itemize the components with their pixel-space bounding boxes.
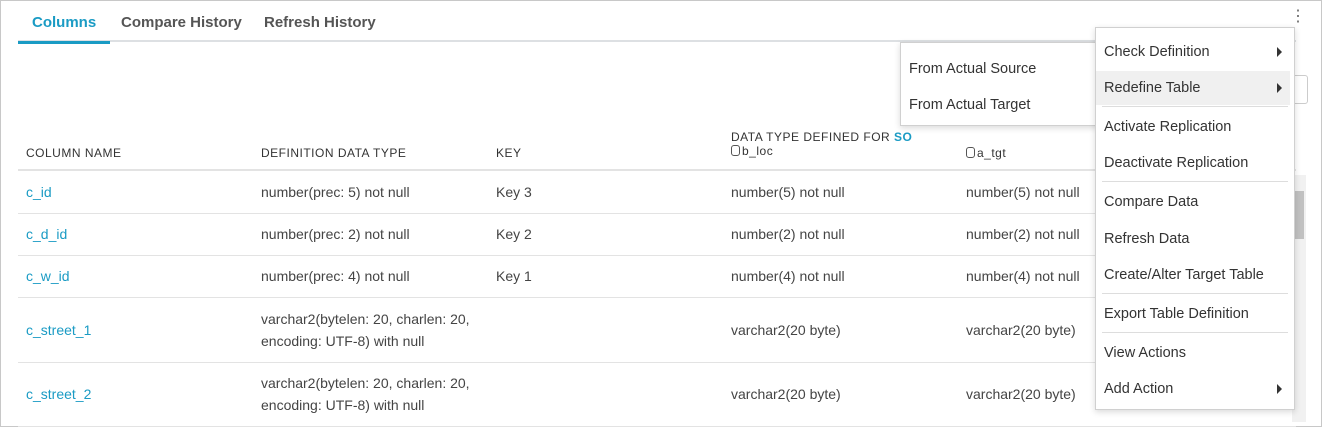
tab-refresh-history[interactable]: Refresh History — [264, 14, 376, 31]
menu-item-activate-replication[interactable]: Activate Replication — [1104, 119, 1232, 135]
tab-compare-history[interactable]: Compare History — [121, 14, 242, 31]
source-data-type: number(4) not null — [731, 268, 845, 284]
key-value: Key 1 — [496, 268, 532, 284]
divider — [1102, 181, 1288, 182]
row-divider — [18, 213, 1296, 214]
header-target-data-type[interactable]: a_tgt — [966, 146, 1006, 160]
target-db: a_tgt — [977, 146, 1007, 160]
row-divider — [18, 362, 1296, 363]
header-source-label: DATA TYPE DEFINED FOR — [731, 130, 895, 144]
chevron-right-icon — [1277, 47, 1282, 57]
target-data-type: varchar2(20 byte) — [966, 386, 1076, 402]
target-data-type: number(4) not null — [966, 268, 1080, 284]
label: Redefine Table — [1104, 80, 1201, 96]
database-icon — [731, 145, 740, 156]
row-divider — [18, 297, 1296, 298]
label: Check Definition — [1104, 44, 1210, 60]
column-name-link[interactable]: c_street_1 — [26, 321, 92, 338]
menu-item-export-table-definition[interactable]: Export Table Definition — [1104, 306, 1249, 322]
menu-item-check-definition[interactable]: Check Definition — [1096, 35, 1290, 69]
header-column-name[interactable]: COLUMN NAME — [26, 146, 122, 160]
target-data-type: number(2) not null — [966, 226, 1080, 242]
source-data-type: number(2) not null — [731, 226, 845, 242]
divider — [1102, 293, 1288, 294]
divider — [1102, 106, 1288, 107]
menu-item-deactivate-replication[interactable]: Deactivate Replication — [1104, 155, 1249, 171]
divider — [1102, 332, 1288, 333]
header-divider — [18, 169, 1296, 171]
definition-data-type: number(prec: 4) not null — [261, 268, 410, 284]
menu-item-add-action[interactable]: Add Action — [1096, 372, 1290, 406]
menu-item-refresh-data[interactable]: Refresh Data — [1104, 231, 1190, 247]
target-data-type: number(5) not null — [966, 184, 1080, 200]
column-name-link[interactable]: c_w_id — [26, 268, 70, 284]
definition-data-type: number(prec: 2) not null — [261, 226, 410, 242]
definition-data-type: varchar2(bytelen: 20, charlen: 20, — [261, 375, 470, 391]
menu-item-from-actual-target[interactable]: From Actual Target — [909, 97, 1031, 113]
column-name-link[interactable]: c_d_id — [26, 226, 68, 242]
key-value: Key 3 — [496, 184, 532, 200]
header-source-data-type[interactable]: DATA TYPE DEFINED FOR SO b_loc — [731, 130, 912, 158]
menu-item-redefine-table[interactable]: Redefine Table — [1096, 71, 1290, 105]
redefine-submenu: From Actual Source From Actual Target — [900, 42, 1100, 126]
scrollbar-thumb[interactable] — [1294, 191, 1304, 239]
row-divider — [18, 255, 1296, 256]
database-icon — [966, 147, 975, 158]
menu-item-create-alter-target-table[interactable]: Create/Alter Target Table — [1104, 267, 1264, 283]
source-data-type: varchar2(20 byte) — [731, 386, 841, 402]
menu-item-view-actions[interactable]: View Actions — [1104, 345, 1186, 361]
definition-data-type: encoding: UTF-8) with null — [261, 397, 425, 413]
more-options-icon[interactable]: ⋮ — [1290, 8, 1306, 25]
source-data-type: number(5) not null — [731, 184, 845, 200]
header-key[interactable]: KEY — [496, 146, 522, 160]
scrollbar[interactable] — [1292, 175, 1306, 422]
chevron-right-icon — [1277, 83, 1282, 93]
context-menu: Check Definition Redefine Table Activate… — [1095, 27, 1295, 410]
chevron-right-icon — [1277, 384, 1282, 394]
definition-data-type: encoding: UTF-8) with null — [261, 332, 425, 349]
definition-data-type: number(prec: 5) not null — [261, 184, 410, 200]
source-db: b_loc — [742, 144, 774, 158]
menu-item-from-actual-source[interactable]: From Actual Source — [909, 61, 1037, 77]
source-link[interactable]: SO — [894, 130, 913, 144]
definition-data-type: varchar2(bytelen: 20, charlen: 20, — [261, 310, 470, 327]
key-value: Key 2 — [496, 226, 532, 242]
column-name-link[interactable]: c_street_2 — [26, 386, 92, 402]
label: Add Action — [1104, 381, 1174, 397]
column-name-link[interactable]: c_id — [26, 184, 52, 200]
menu-item-compare-data[interactable]: Compare Data — [1104, 194, 1199, 210]
tab-bar: Columns Compare History Refresh History — [18, 0, 1296, 44]
target-data-type: varchar2(20 byte) — [966, 321, 1076, 338]
header-definition-data-type[interactable]: DEFINITION DATA TYPE — [261, 146, 407, 160]
tab-columns[interactable]: Columns — [18, 14, 111, 44]
source-data-type: varchar2(20 byte) — [731, 321, 841, 338]
